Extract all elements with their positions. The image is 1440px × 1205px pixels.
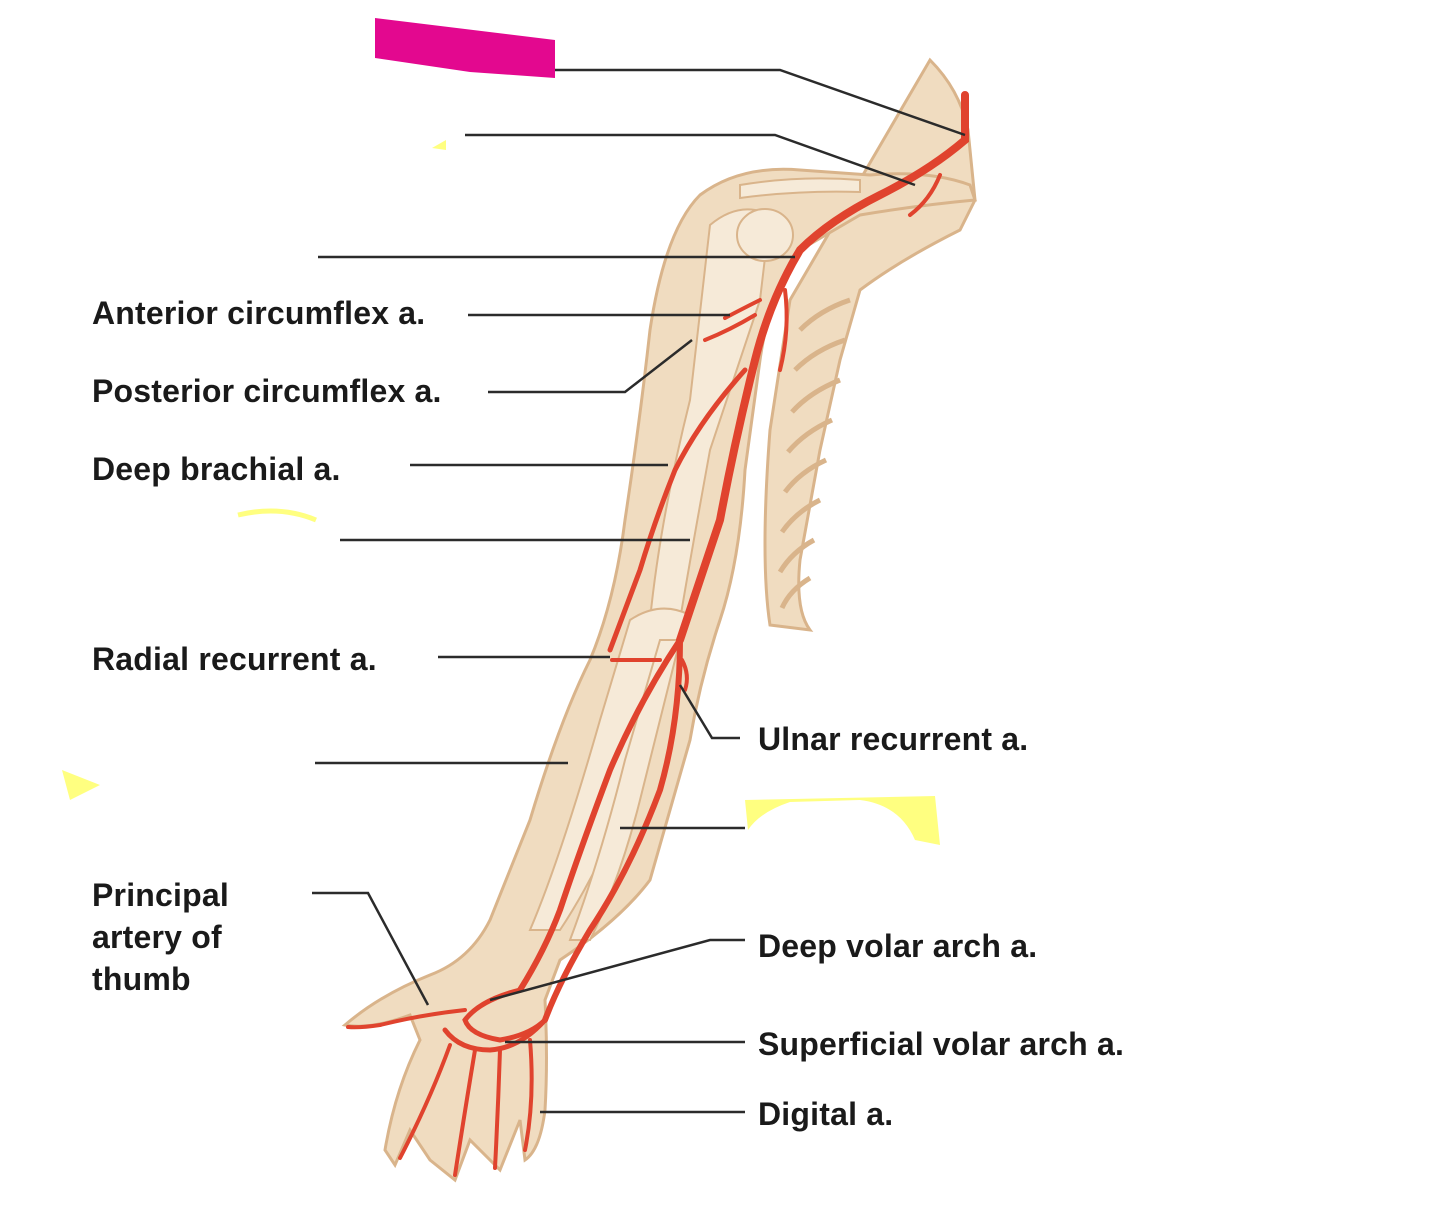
leader-top-2 — [465, 133, 916, 187]
principal-artery-of-thumb-vessel — [346, 1008, 467, 1030]
yellow-label-mask — [745, 796, 940, 845]
deep-volar-arch-vessel — [462, 987, 548, 1043]
label-anterior-circumflex: Anterior circumflex a. — [92, 295, 426, 331]
label-digital: Digital a. — [758, 1096, 894, 1132]
digital-artery-2 — [453, 1048, 477, 1177]
digital-artery-4 — [523, 1038, 534, 1152]
leader-top-1 — [555, 68, 966, 137]
subclavian-axillary-brachial-artery — [676, 91, 969, 644]
leader-principal-thumb — [312, 891, 430, 1006]
yellow-label-mask-arc — [237, 508, 317, 523]
posterior-circumflex-vessel — [703, 313, 757, 342]
label-deep-volar-arch: Deep volar arch a. — [758, 928, 1038, 964]
superficial-volar-arch-vessel — [442, 1017, 548, 1053]
label-radial-recurrent: Radial recurrent a. — [92, 641, 377, 677]
magenta-label-mask — [375, 18, 555, 78]
label-masks — [62, 18, 940, 845]
leader-posterior-circumflex — [488, 339, 693, 394]
label-ulnar-recurrent: Ulnar recurrent a. — [758, 721, 1029, 757]
digital-artery-3 — [493, 1048, 502, 1170]
leader-deep-volar-arch — [489, 938, 745, 1002]
deep-brachial-vessel — [607, 367, 748, 653]
ulnar-recurrent-vessel — [680, 658, 689, 692]
label-posterior-circumflex: Posterior circumflex a. — [92, 373, 442, 409]
thoracic-branch — [908, 173, 942, 217]
radial-artery — [517, 637, 683, 993]
leader-ulnar-recurrent — [678, 684, 740, 740]
label-principal-artery-of-thumb: Principal artery of thumb — [92, 877, 229, 997]
thoracic-branch-2 — [778, 288, 789, 372]
anterior-circumflex-vessel — [723, 298, 762, 320]
torso-silhouette — [763, 57, 977, 632]
label-deep-brachial: Deep brachial a. — [92, 451, 341, 487]
yellow-label-mask-tick — [432, 140, 446, 150]
ulnar-artery — [542, 637, 683, 1023]
yellow-label-mask-small — [62, 770, 100, 800]
label-superficial-volar-arch: Superficial volar arch a. — [758, 1026, 1125, 1062]
ribs — [777, 297, 851, 610]
leader-lines — [312, 68, 966, 1114]
digital-artery-1 — [398, 1043, 452, 1160]
arteries — [346, 91, 969, 1177]
